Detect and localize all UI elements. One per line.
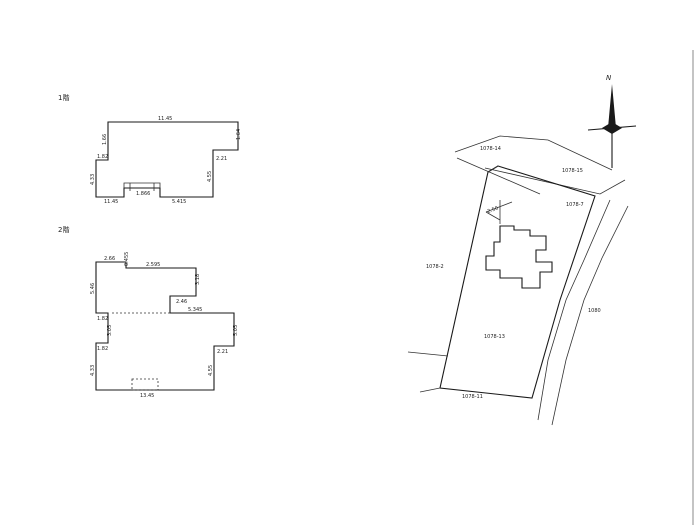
floor1-dim-bottom-mid: 1.866 <box>136 191 150 197</box>
floor2-dim-notch-drop: 3.18 <box>195 274 201 285</box>
floor1-entrance <box>123 182 161 188</box>
floor1-dim-left-step: 1.82 <box>97 154 108 160</box>
floor2-dim-top-left: 2.66 <box>104 256 115 262</box>
floor2-dim-right-lower: 2.21 <box>217 349 228 355</box>
site-parcel-1078-13: 1078-13 <box>484 334 505 340</box>
north-arrow-icon: N <box>587 74 637 168</box>
floor1-dim-bottom-left: 11.45 <box>104 199 118 205</box>
floor2-dim-left-upper: 5.46 <box>90 283 96 294</box>
floor2-dim-left-mid: 3.05 <box>107 325 113 336</box>
floor1-dim-top: 11.45 <box>158 116 172 122</box>
floor1-dim-right-top: 1.64 <box>236 129 242 140</box>
floor1-plan: 1階 11.45 1.64 1.82 1.66 4.33 2.21 4.55 1… <box>58 93 242 205</box>
site-setback: 2.50 <box>487 205 500 214</box>
floor2-title: 2階 <box>58 225 69 234</box>
floor2-dim-right-side: 5.05 <box>233 325 239 336</box>
site-lot-corner <box>487 165 499 173</box>
floor2-outline <box>95 261 235 391</box>
floor2-dim-mid-line: 5.345 <box>188 307 202 313</box>
north-label: N <box>606 74 612 82</box>
floor2-dim-right-lower-step: 1.82 <box>97 346 108 352</box>
site-main-lot <box>439 165 596 399</box>
site-parcel-1080: 1080 <box>588 308 601 314</box>
site-plan: 2.50 1078-14 1078-15 1078-7 1078-2 1078-… <box>407 135 629 426</box>
floor2-dim-left-lower: 4.33 <box>90 365 96 376</box>
site-boundary-north <box>454 135 613 171</box>
site-boundary-row2 <box>484 167 626 195</box>
floor1-bay <box>129 183 155 191</box>
site-house-footprint <box>485 225 553 289</box>
floor2-dim-left-step: 1.82 <box>97 316 108 322</box>
floor2-dim-bottom: 13.45 <box>140 393 154 399</box>
floor2-balcony <box>131 378 159 391</box>
site-parcel-1078-15: 1078-15 <box>562 168 583 174</box>
site-parcel-1078-14: 1078-14 <box>480 146 501 152</box>
site-parcel-1078-2: 1078-2 <box>426 264 444 270</box>
floor2-plan: 2階 2.66 0.455 2.595 3.18 2.46 5.46 5.345… <box>58 225 239 399</box>
floor1-dim-left-upper: 1.66 <box>102 134 108 145</box>
floor2-dim-right-bottom: 4.55 <box>208 365 214 376</box>
north-arrow-hub <box>602 122 622 134</box>
site-setback-lines <box>485 200 513 224</box>
north-arrow-needle <box>608 84 616 128</box>
floor1-title: 1階 <box>58 93 69 102</box>
site-road-outer <box>551 205 629 426</box>
floor2-dim-top-right: 2.595 <box>146 262 160 268</box>
site-parcel-1078-11: 1078-11 <box>462 394 483 400</box>
floor2-dim-top-notch: 0.455 <box>124 252 130 266</box>
site-boundary-row <box>456 157 541 195</box>
site-road-inner <box>537 199 611 421</box>
site-parcel-1078-7: 1078-7 <box>566 202 584 208</box>
floor1-dim-left-side: 4.33 <box>90 174 96 185</box>
floor1-dim-right-step: 2.21 <box>216 156 227 162</box>
floor1-dim-right-side: 4.55 <box>207 171 213 182</box>
floor2-dim-notch-step: 2.46 <box>176 299 187 305</box>
site-lot-left-ext <box>407 351 449 393</box>
floor1-dim-bottom-right: 5.415 <box>172 199 186 205</box>
